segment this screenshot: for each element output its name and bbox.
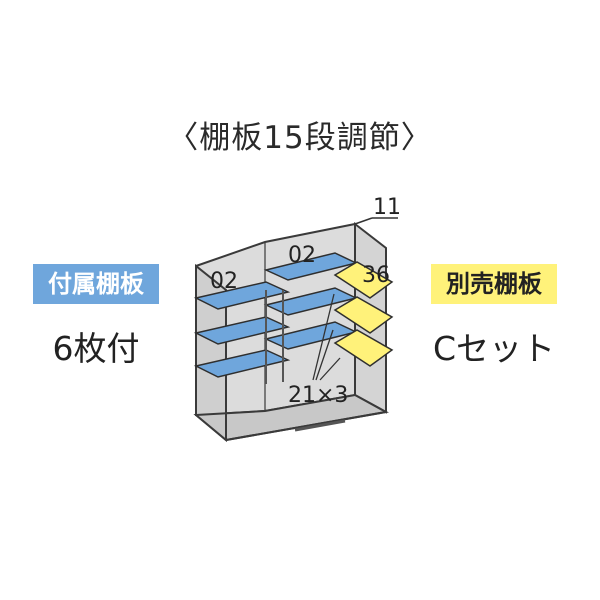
cabinet-floor	[193, 393, 389, 442]
label-36: 36	[362, 263, 390, 288]
included-shelves-count: 6枚付	[52, 329, 140, 368]
page-title: 〈棚板15段調節〉	[167, 120, 433, 156]
blue-shelf-1	[193, 281, 291, 310]
label-02-left: 02	[210, 269, 238, 294]
label-11: 11	[373, 195, 401, 220]
optional-shelves-badge: 別売棚板	[431, 264, 557, 304]
label-02-middle: 02	[288, 243, 316, 268]
yellow-shelf-1	[333, 261, 394, 299]
yellow-shelf-2	[333, 296, 394, 334]
label-21x3: 21×3	[288, 383, 348, 408]
optional-shelves-set: Cセット	[432, 329, 556, 368]
yellow-shelf-3	[333, 329, 394, 367]
included-shelves-badge: 付属棚板	[33, 264, 159, 304]
